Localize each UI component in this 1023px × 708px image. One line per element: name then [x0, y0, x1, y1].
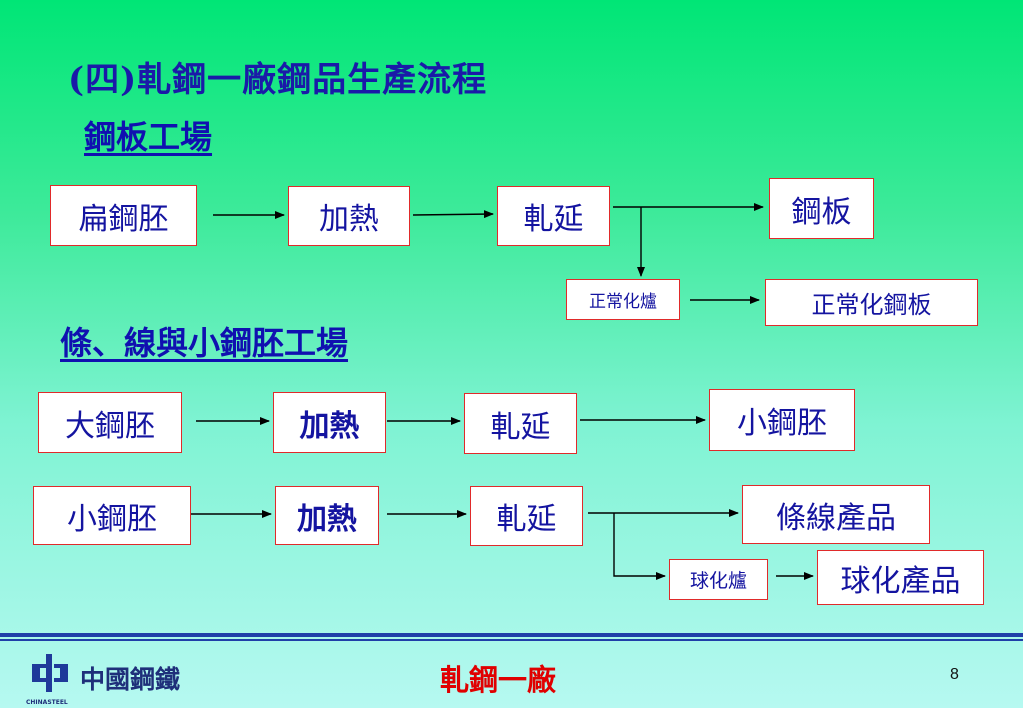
node-roll-3: 軋延 [470, 486, 583, 546]
node-normalizing-furnace: 正常化爐 [566, 279, 680, 320]
node-plate: 鋼板 [769, 178, 874, 239]
section-heading-plate-mill: 鋼板工場 [84, 118, 213, 156]
node-spheroidizing-furnace: 球化爐 [669, 559, 768, 600]
company-name: 中國鋼鐵 [80, 665, 181, 694]
footer-rule-thick [0, 633, 1023, 637]
node-heat-1: 加熱 [288, 186, 410, 246]
node-bloom: 大鋼胚 [38, 392, 182, 453]
arrow-heat-to-roll [412, 210, 494, 219]
node-normalized-plate: 正常化鋼板 [765, 279, 978, 326]
page-number: 8 [950, 666, 959, 683]
footer-rule-thin [0, 639, 1023, 641]
node-roll-2: 軋延 [464, 393, 577, 454]
node-bar-wire-products: 條線產品 [742, 485, 930, 544]
node-heat-2: 加熱 [273, 392, 386, 453]
node-slab: 扁鋼胚 [50, 185, 197, 246]
node-billet-output: 小鋼胚 [709, 389, 855, 451]
node-roll-1: 軋延 [497, 186, 610, 246]
node-billet-input: 小鋼胚 [33, 486, 191, 545]
node-spheroidized-products: 球化產品 [817, 550, 984, 605]
company-name-en: CHINASTEEL [26, 699, 68, 706]
node-heat-3: 加熱 [275, 486, 379, 545]
page-title: (四)軋鋼一廠鋼品生產流程 [68, 60, 488, 100]
china-steel-logo-icon [32, 654, 68, 692]
footer-title: 軋鋼一廠 [440, 663, 557, 697]
section-heading-bar-wire-billet-mill: 條、線與小鋼胚工場 [60, 324, 349, 362]
arrow-roll-to-spheroidizing [613, 513, 666, 580]
